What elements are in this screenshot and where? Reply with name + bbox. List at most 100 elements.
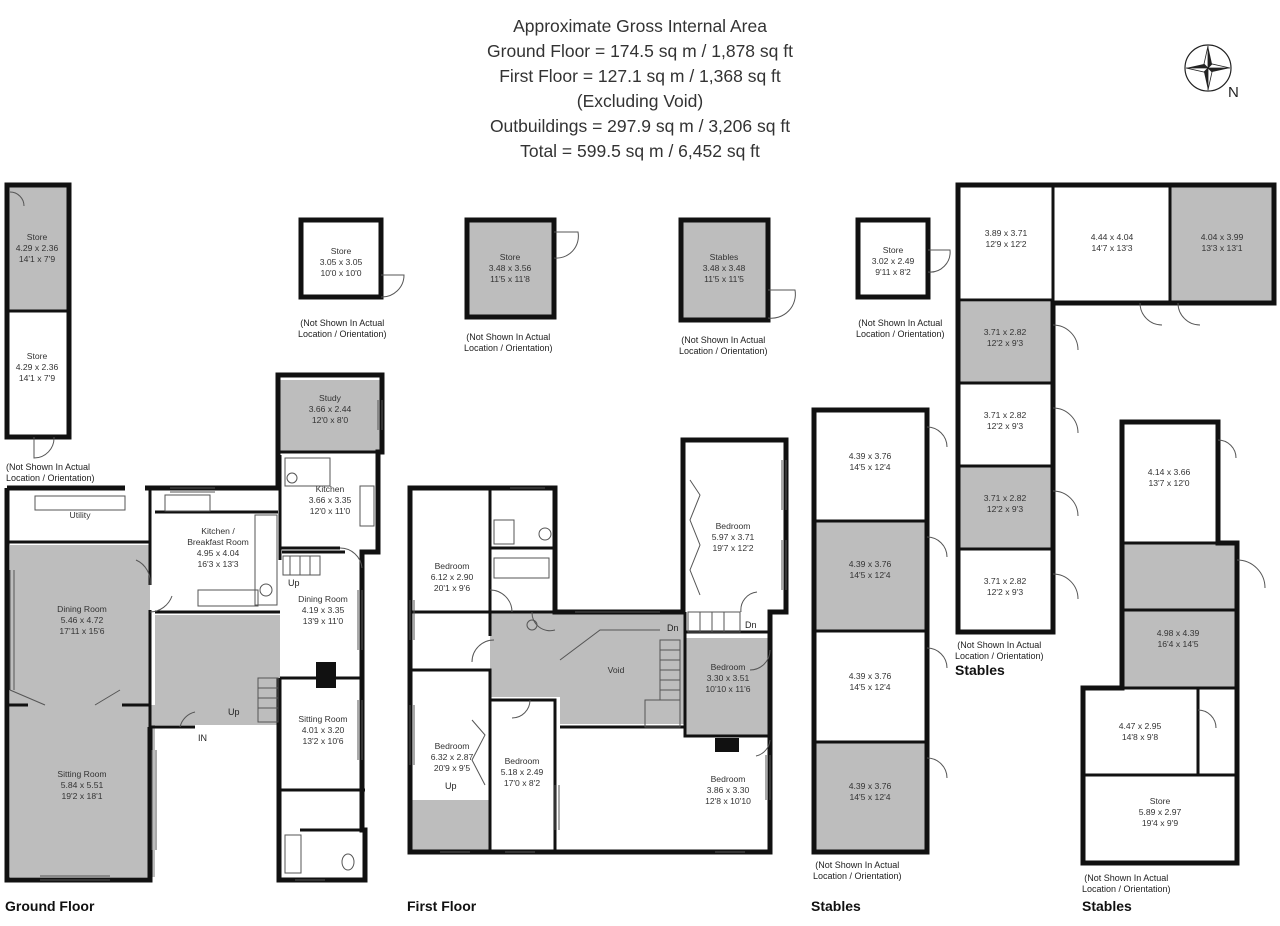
room-name: Bedroom [710,774,746,784]
room-dimension: 14'5 x 12'4 [849,570,891,580]
stables-small [678,217,796,323]
stairs-up-marker: Up [288,578,300,588]
stables-c-plan [1080,419,1266,866]
room-dimension: 6.12 x 2.90 [430,572,474,582]
room-name: 3.89 x 3.71 [984,228,1028,238]
room-dimension: 14'1 x 7'9 [18,254,56,264]
room-name: Store [330,246,352,256]
room-dimension: 5.46 x 4.72 [60,615,104,625]
room-dimension: 13'9 x 11'0 [302,616,344,626]
room-dimension: 10'0 x 10'0 [320,268,362,278]
stables-b-plan [955,182,1277,635]
room-name: 4.39 x 3.76 [848,559,892,569]
room-dimension: 3.48 x 3.56 [488,263,532,273]
room-dimension: 19'7 x 12'2 [712,543,754,553]
room-name: 4.04 x 3.99 [1200,232,1244,242]
room-name: Sitting Room [298,714,348,724]
room-dimension: 4.29 x 2.36 [15,243,59,253]
room-dimension: 4.19 x 3.35 [301,605,345,615]
room-dimension: 12'8 x 10'10 [705,796,751,806]
room-dimension: 14'5 x 12'4 [849,682,891,692]
room-dimension: 14'5 x 12'4 [849,462,891,472]
room-dimension: Breakfast Room [187,537,249,547]
room-name: Dining Room [298,594,348,604]
room-dimension: 20'1 x 9'6 [433,583,471,593]
room-name: Sitting Room [57,769,107,779]
room-name: 4.44 x 4.04 [1090,232,1134,242]
room-dimension: 10'10 x 11'6 [705,684,751,694]
room-dimension: 16'4 x 14'5 [1157,639,1199,649]
room-dimension: 12'2 x 9'3 [986,338,1024,348]
room-dimension: 14'7 x 13'3 [1091,243,1133,253]
section-stables-b: Stables [955,662,1005,678]
room-name: Bedroom [715,521,751,531]
area-summary-line: First Floor = 127.1 sq m / 1,368 sq ft [499,66,781,86]
room-name: 3.71 x 2.82 [983,493,1027,503]
room-name: Store [26,351,48,361]
section-first-floor: First Floor [407,898,477,914]
room-dimension: 19'2 x 18'1 [61,791,103,801]
room-name: 4.98 x 4.39 [1156,628,1200,638]
room-name: Study [319,393,341,403]
room-dimension: 17'11 x 15'6 [59,626,105,636]
section-ground-floor: Ground Floor [5,898,95,914]
room-dimension: 19'4 x 9'9 [1141,818,1179,828]
compass-rose-icon [1184,44,1232,92]
room-label-utility: Utility [15,510,145,521]
room-dimension: 14'8 x 9'8 [1121,732,1159,742]
room-name: Void [607,665,625,675]
room-dimension: 4.29 x 2.36 [15,362,59,372]
room-name: Bedroom [434,741,470,751]
room-dimension: 11'5 x 11'5 [704,274,744,284]
store-b [464,217,579,320]
room-name: 3.71 x 2.82 [983,327,1027,337]
room-dimension: 3.48 x 3.48 [702,263,746,273]
room-name: 4.39 x 3.76 [848,671,892,681]
store-c [855,217,951,300]
room-name: Store [882,245,904,255]
ground-floor-stores [4,182,72,459]
room-name: 4.47 x 2.95 [1118,721,1162,731]
room-name: Utility [69,510,91,520]
room-dimension: 20'9 x 9'5 [433,763,471,773]
compass-north-label: N [1228,84,1239,101]
room-dimension: 5.89 x 2.97 [1138,807,1182,817]
room-dimension: 13'7 x 12'0 [1148,478,1190,488]
room-dimension: 3.86 x 3.30 [706,785,750,795]
room-dimension: 14'5 x 12'4 [849,792,891,802]
room-dimension: 6.32 x 2.87 [430,752,474,762]
room-name: Bedroom [434,561,470,571]
room-name: Store [499,252,521,262]
room-name: 4.39 x 3.76 [848,781,892,791]
room-name: Stables [709,252,739,262]
